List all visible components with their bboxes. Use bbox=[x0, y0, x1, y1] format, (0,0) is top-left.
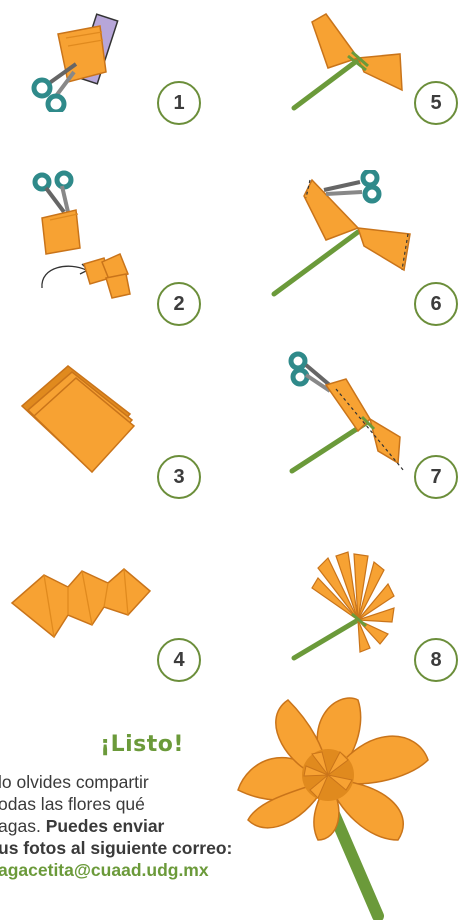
step-number: 8 bbox=[414, 638, 458, 682]
step-4-illustration bbox=[8, 565, 158, 645]
step-number: 3 bbox=[157, 455, 201, 499]
step-3-illustration bbox=[18, 360, 148, 480]
stem bbox=[294, 620, 358, 658]
paper-square bbox=[106, 274, 130, 298]
step-1-illustration bbox=[28, 12, 138, 112]
step-number: 6 bbox=[414, 282, 458, 326]
step-number: 2 bbox=[157, 282, 201, 326]
step-5-illustration bbox=[288, 8, 408, 118]
scissors-icon bbox=[35, 173, 71, 212]
closing-line: us fotos al siguiente correo: bbox=[0, 837, 298, 859]
stem bbox=[274, 232, 358, 294]
stem bbox=[292, 423, 366, 471]
accordion-fold bbox=[12, 569, 150, 637]
step-number: 5 bbox=[414, 81, 458, 125]
step-7-illustration bbox=[286, 345, 426, 485]
arrow bbox=[42, 266, 86, 288]
step-6-illustration bbox=[268, 170, 418, 300]
closing-line: agas. Puedes enviar bbox=[0, 815, 298, 837]
folded-paper bbox=[358, 228, 410, 270]
closing-line: odas las flores qué bbox=[0, 793, 298, 815]
closing-text: agas. bbox=[0, 816, 46, 836]
closing-title: ¡Listo! bbox=[82, 732, 202, 757]
step-number: 4 bbox=[157, 638, 201, 682]
step-2-illustration bbox=[20, 170, 150, 300]
closing-message: lo olvides compartir odas las flores qué… bbox=[0, 771, 298, 881]
closing-text-bold: Puedes enviar bbox=[46, 816, 165, 836]
folded-paper bbox=[326, 379, 370, 431]
folded-paper bbox=[358, 54, 402, 90]
step-8-illustration bbox=[288, 548, 408, 668]
marigold-flower-icon bbox=[312, 552, 394, 652]
step-number: 7 bbox=[414, 455, 458, 499]
folded-paper bbox=[42, 210, 80, 254]
step-number: 1 bbox=[157, 81, 201, 125]
folded-paper bbox=[370, 419, 400, 463]
stem bbox=[294, 60, 358, 108]
email-link[interactable]: agacetita@cuaad.udg.mx bbox=[0, 859, 298, 881]
scissors-icon bbox=[324, 171, 379, 201]
closing-line: lo olvides compartir bbox=[0, 771, 298, 793]
